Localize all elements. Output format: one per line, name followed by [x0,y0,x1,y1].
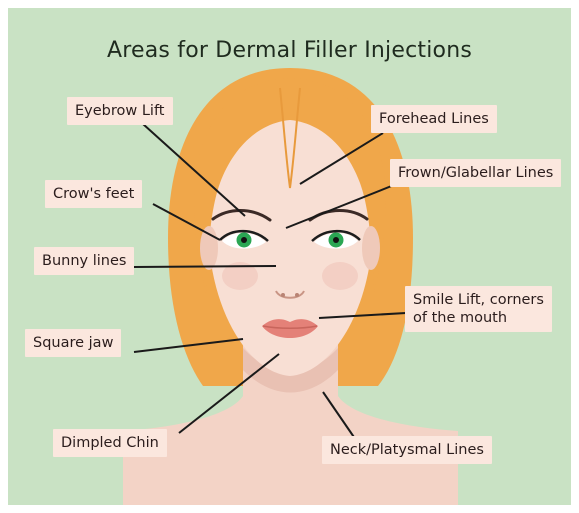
pupil-right [333,237,339,243]
label-forehead-lines: Forehead Lines [371,105,497,133]
diagram-panel: Areas for Dermal Filler Injections [8,8,571,505]
nostril-right [295,293,299,297]
label-smile-lift-line1: Smile Lift, corners [413,291,544,309]
nostril-left [281,293,285,297]
label-neck-platysmal: Neck/Platysmal Lines [322,436,492,464]
label-frown-glabellar: Frown/Glabellar Lines [390,159,561,187]
label-dimpled-chin: Dimpled Chin [53,429,167,457]
label-smile-lift-line2: of the mouth [413,309,544,327]
leader-bunny-lines [134,266,276,267]
label-eyebrow-lift: Eyebrow Lift [67,97,173,125]
pupil-left [241,237,247,243]
label-crows-feet: Crow's feet [45,180,142,208]
ear-right [362,226,380,270]
label-smile-lift: Smile Lift, corners of the mouth [405,286,552,332]
label-square-jaw: Square jaw [25,329,121,357]
ear-left [200,226,218,270]
cheek-right [322,262,358,290]
label-bunny-lines: Bunny lines [34,247,134,275]
